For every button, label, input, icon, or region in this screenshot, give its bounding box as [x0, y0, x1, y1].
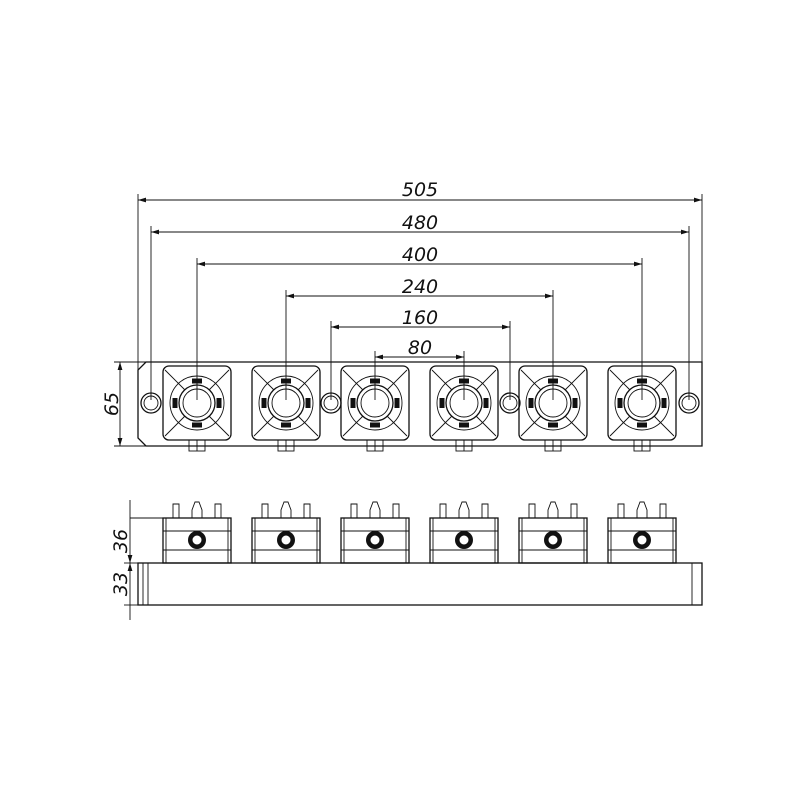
clamp-jaw [216, 398, 222, 408]
clamp-jaw [350, 398, 356, 408]
chuck-cross [342, 369, 408, 437]
clamp-jaw [637, 422, 647, 428]
clamp-jaw [548, 422, 558, 428]
dim-160: 160 [402, 307, 438, 329]
chuck-side [518, 501, 588, 564]
top-view [137, 361, 703, 452]
chuck-block-lines [430, 518, 498, 563]
dim-505: 505 [402, 179, 438, 201]
base-plate-side [137, 562, 703, 606]
chuck-block [429, 517, 499, 564]
dimension-lines [114, 194, 703, 620]
dim-80: 80 [408, 337, 432, 359]
clamp-pins [528, 501, 578, 518]
clamp-jaw [192, 422, 202, 428]
adjust-screw-inner [369, 534, 381, 546]
chuck-side [340, 501, 410, 564]
chuck-block-lines [163, 518, 231, 563]
chuck-block-lines [252, 518, 320, 563]
clamp-pins [261, 501, 311, 518]
clamp-jaw [459, 422, 469, 428]
chuck-block [162, 517, 232, 564]
dim-65: 65 [101, 392, 123, 416]
adjust-screw-inner [280, 534, 292, 546]
dim-240: 240 [402, 276, 438, 298]
chuck-side [162, 501, 232, 564]
chuck-block [340, 517, 410, 564]
clamp-jaw [370, 422, 380, 428]
chuck-side [607, 501, 677, 564]
chuck-cross [431, 369, 497, 437]
clamp-jaw [483, 398, 489, 408]
chuck-block-lines [519, 518, 587, 563]
clamp-jaw [394, 398, 400, 408]
clamp-jaw [572, 398, 578, 408]
clamp-jaw [661, 398, 667, 408]
adjust-screw-inner [191, 534, 203, 546]
chuck-cross [520, 369, 586, 437]
adjust-screw-inner [547, 534, 559, 546]
dim-33: 33 [110, 572, 132, 596]
clamp-jaw [261, 398, 267, 408]
clamp-jaw [305, 398, 311, 408]
clamp-pins [172, 501, 222, 518]
chuck-block-lines [608, 518, 676, 563]
chuck-cross [164, 369, 230, 437]
clamp-jaw [172, 398, 178, 408]
clamp-jaw [281, 422, 291, 428]
clamp-pins [617, 501, 667, 518]
chuck-cross [253, 369, 319, 437]
chuck-side [429, 501, 499, 564]
clamp-jaw [617, 398, 623, 408]
clamp-pins [439, 501, 489, 518]
chuck-block [518, 517, 588, 564]
chuck-side [251, 501, 321, 564]
chuck-block [251, 517, 321, 564]
chuck-block [607, 517, 677, 564]
chuck-cross [609, 369, 675, 437]
dim-480: 480 [402, 212, 438, 234]
clamp-pins [350, 501, 400, 518]
chuck-block-lines [341, 518, 409, 563]
base-plate-top [137, 361, 703, 447]
clamp-jaw [439, 398, 445, 408]
adjust-screw-inner [458, 534, 470, 546]
side-view [137, 501, 703, 606]
dim-400: 400 [402, 244, 438, 266]
clamp-jaw [528, 398, 534, 408]
dim-36: 36 [110, 529, 132, 553]
adjust-screw-inner [636, 534, 648, 546]
